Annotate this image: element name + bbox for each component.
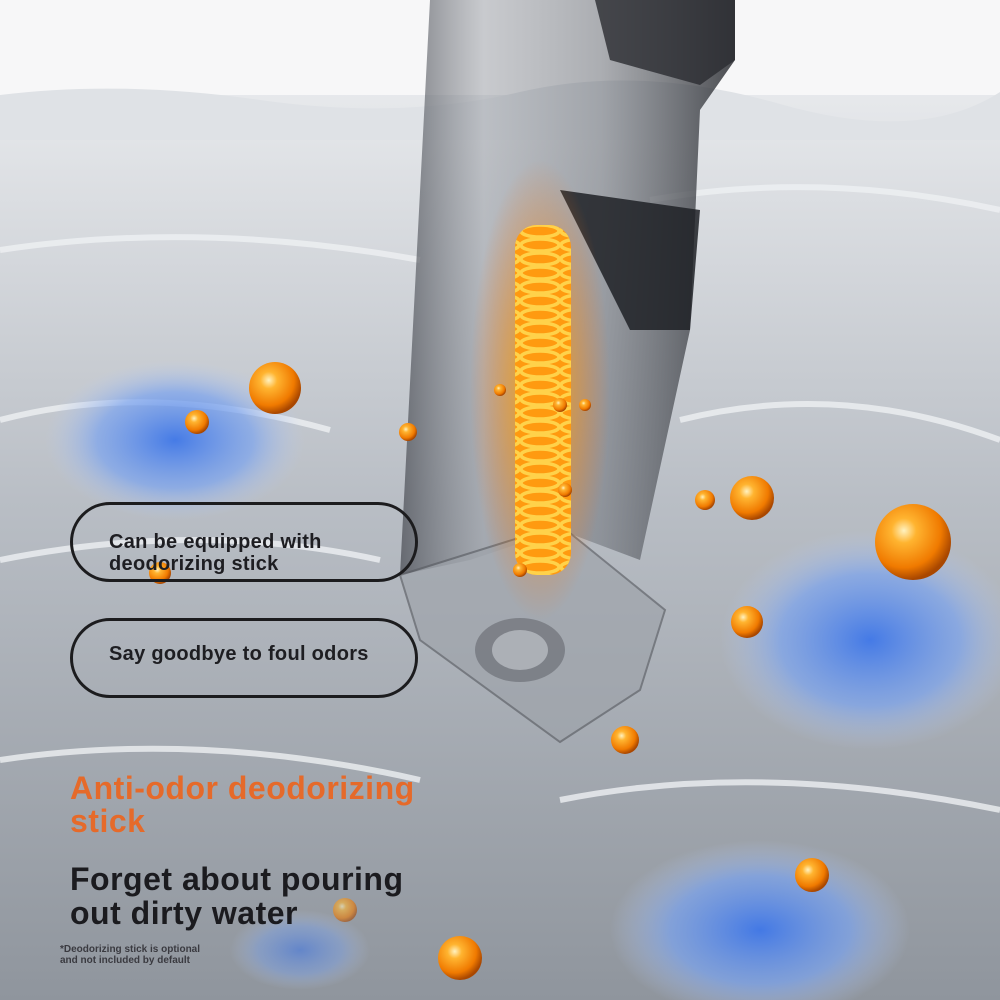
subheadline: Forget about pouring out dirty water: [70, 861, 404, 931]
bead: [513, 563, 527, 577]
deodorizing-stick: [470, 160, 610, 620]
foam-cluster-left: [45, 360, 305, 520]
bead: [875, 504, 951, 580]
footnote: *Deodorizing stick is optional and not i…: [60, 944, 201, 966]
bead: [579, 399, 591, 411]
headline: Anti-odor deodorizing stick: [70, 770, 415, 839]
bead: [185, 410, 209, 434]
callout-text: Can be equipped with deodorizing stick: [109, 531, 322, 575]
bead: [558, 483, 572, 497]
callout-text: Say goodbye to foul odors: [109, 643, 369, 665]
bead: [249, 362, 301, 414]
foam-cluster-right: [720, 530, 1000, 750]
bead: [399, 423, 417, 441]
deodorant-beads: [149, 362, 951, 980]
bead: [438, 936, 482, 980]
bead: [795, 858, 829, 892]
foam-cluster-bottom-left: [230, 910, 370, 990]
bead: [730, 476, 774, 520]
bead: [695, 490, 715, 510]
bead: [333, 898, 357, 922]
foam-cluster-bottom: [610, 840, 910, 1000]
callout-foul-odors: Say goodbye to foul odors: [70, 618, 418, 698]
bead: [553, 398, 567, 412]
callout-equipped-stick: Can be equipped with deodorizing stick: [70, 502, 418, 582]
bead: [731, 606, 763, 638]
bead: [149, 562, 171, 584]
bead: [494, 384, 506, 396]
bead: [611, 726, 639, 754]
